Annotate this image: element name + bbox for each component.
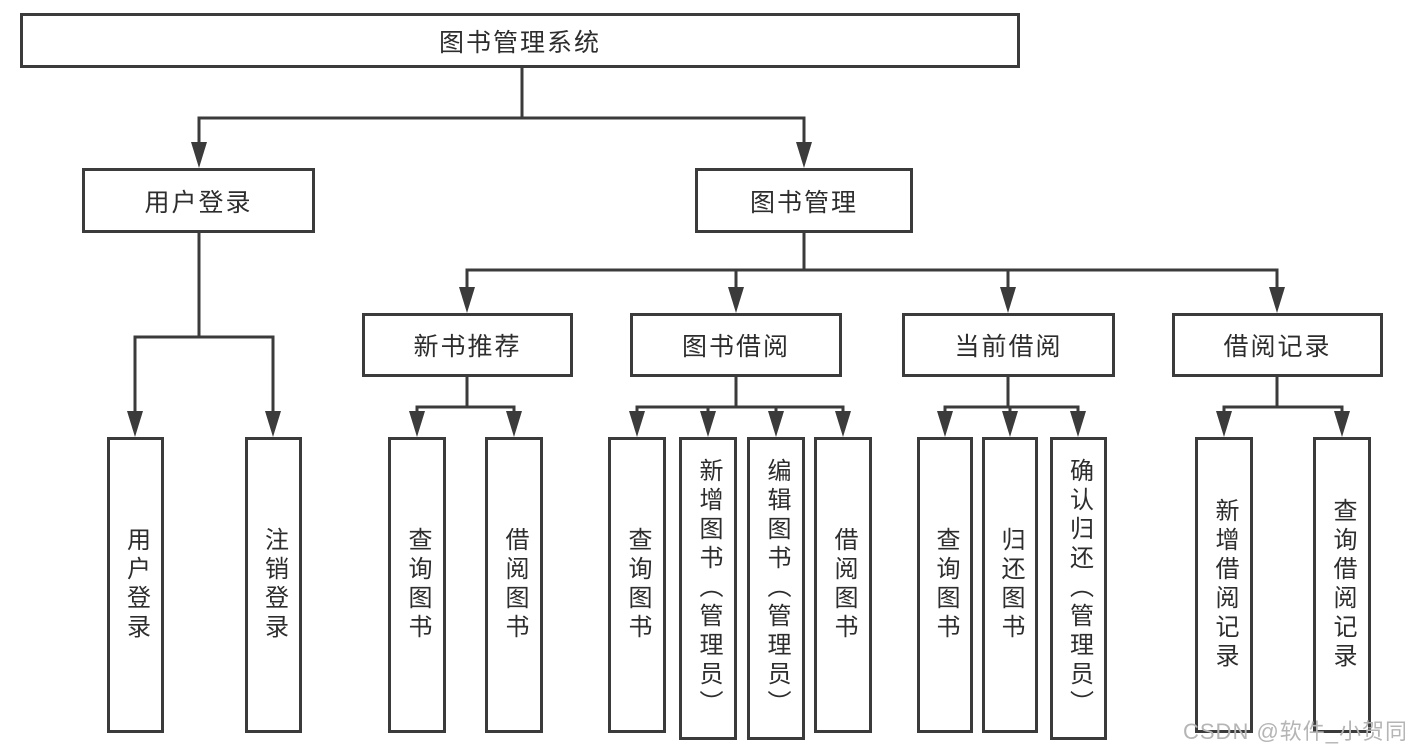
watermark: CSDN @软件_小贺同学 bbox=[1183, 719, 1405, 744]
node-new-book-recommendation-label: 新书推荐 bbox=[413, 333, 522, 361]
leaf-user-login: 用户登录 bbox=[107, 437, 164, 733]
node-current-borrowing-label: 当前借阅 bbox=[954, 333, 1063, 361]
leaf-add-book-admin-label: 新增图书（管理员） bbox=[695, 458, 722, 719]
node-book-borrowing-label: 图书借阅 bbox=[681, 333, 790, 361]
leaf-confirm-return-admin-label: 确认归还（管理员） bbox=[1065, 458, 1093, 719]
leaf-query-books-current: 查询图书 bbox=[917, 437, 973, 733]
leaf-edit-book-admin-label: 编辑图书（管理员） bbox=[763, 458, 790, 719]
leaf-logout: 注销登录 bbox=[245, 437, 302, 733]
leaf-logout-label: 注销登录 bbox=[260, 527, 288, 643]
leaf-add-book-admin: 新增图书（管理员） bbox=[679, 437, 737, 740]
node-borrowing-records: 借阅记录 bbox=[1172, 313, 1383, 377]
node-root-label: 图书管理系统 bbox=[438, 28, 601, 57]
node-root: 图书管理系统 bbox=[20, 13, 1020, 68]
leaf-query-books-recommend: 查询图书 bbox=[388, 437, 446, 733]
leaf-borrow-books-borrowing-label: 借阅图书 bbox=[830, 527, 857, 643]
leaf-query-books-borrowing-label: 查询图书 bbox=[624, 527, 651, 643]
node-user-login-label: 用户登录 bbox=[144, 188, 253, 217]
leaf-add-borrow-record-label: 新增借阅记录 bbox=[1211, 498, 1238, 672]
leaf-query-books-borrowing: 查询图书 bbox=[608, 437, 666, 733]
leaf-borrow-books-recommend-label: 借阅图书 bbox=[501, 527, 528, 643]
node-borrowing-records-label: 借阅记录 bbox=[1223, 333, 1332, 361]
arrowheads bbox=[127, 142, 1350, 437]
node-book-management-label: 图书管理 bbox=[749, 188, 858, 217]
node-current-borrowing: 当前借阅 bbox=[902, 313, 1115, 377]
leaf-edit-book-admin: 编辑图书（管理员） bbox=[747, 437, 805, 740]
leaf-confirm-return-admin: 确认归还（管理员） bbox=[1050, 437, 1107, 740]
leaf-query-borrow-record-label: 查询借阅记录 bbox=[1329, 498, 1356, 672]
leaf-query-books-current-label: 查询图书 bbox=[932, 527, 959, 643]
leaf-query-borrow-record: 查询借阅记录 bbox=[1313, 437, 1371, 733]
node-book-borrowing: 图书借阅 bbox=[630, 313, 842, 377]
node-book-management: 图书管理 bbox=[695, 168, 913, 233]
leaf-borrow-books-borrowing: 借阅图书 bbox=[814, 437, 872, 733]
node-user-login: 用户登录 bbox=[82, 168, 315, 233]
leaf-return-books: 归还图书 bbox=[982, 437, 1038, 733]
leaf-user-login-label: 用户登录 bbox=[122, 527, 150, 643]
leaf-query-books-recommend-label: 查询图书 bbox=[404, 527, 431, 643]
leaf-borrow-books-recommend: 借阅图书 bbox=[485, 437, 543, 733]
leaf-add-borrow-record: 新增借阅记录 bbox=[1195, 437, 1253, 733]
leaf-return-books-label: 归还图书 bbox=[997, 527, 1024, 643]
node-new-book-recommendation: 新书推荐 bbox=[362, 313, 573, 377]
